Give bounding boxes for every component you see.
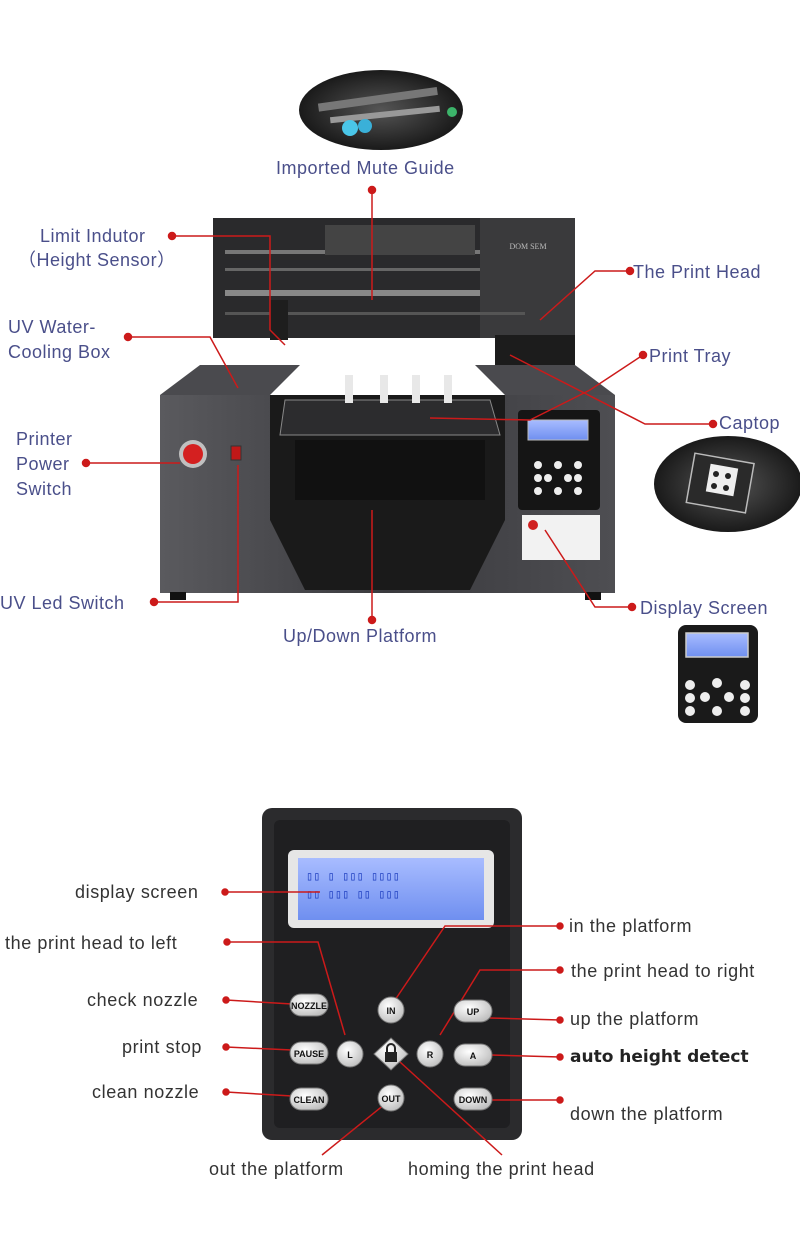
top-leader-lines <box>81 185 718 625</box>
home-lock-icon[interactable] <box>373 1037 409 1071</box>
label-homing: homing the print head <box>408 1159 595 1179</box>
label-in-platform: in the platform <box>569 916 693 936</box>
printer-brand: DOM SEM <box>509 242 546 251</box>
key-in-label: IN <box>387 1006 396 1016</box>
label-up-down-platform: Up/Down Platform <box>283 626 438 646</box>
label-head-left: the print head to left <box>5 933 178 953</box>
label-height-sensor: （Height Sensor） <box>18 250 176 270</box>
key-out[interactable]: OUT <box>377 1084 405 1112</box>
label-check-nozzle: check nozzle <box>87 990 199 1010</box>
key-down-label: DOWN <box>459 1095 488 1105</box>
display-screen-inset <box>678 625 758 723</box>
label-switch: Switch <box>16 479 73 499</box>
label-power: Power <box>16 454 70 474</box>
label-limit-inductor: Limit Indutor <box>40 226 146 246</box>
label-cooling-box: Cooling Box <box>8 342 111 362</box>
label-captop: Captop <box>719 413 781 433</box>
label-uv-led-switch: UV Led Switch <box>0 593 125 613</box>
label-clean-nozzle: clean nozzle <box>92 1082 200 1102</box>
key-right-label: R <box>427 1050 434 1060</box>
key-out-label: OUT <box>382 1094 402 1104</box>
label-display-screen: Display Screen <box>640 598 769 618</box>
key-clean[interactable]: CLEAN <box>289 1087 329 1111</box>
label-print-head: The Print Head <box>633 262 762 282</box>
key-nozzle[interactable]: NOZZLE <box>289 993 329 1017</box>
key-in[interactable]: IN <box>377 996 405 1024</box>
key-up-label: UP <box>467 1007 480 1017</box>
label-up-platform: up the platform <box>570 1009 700 1029</box>
key-a-label: A <box>470 1051 477 1061</box>
key-up[interactable]: UP <box>453 999 493 1023</box>
mute-guide-inset-photo <box>299 70 463 150</box>
label-uv-water: UV Water- <box>8 317 96 337</box>
label-auto-height: auto height detect <box>570 1047 749 1067</box>
captop-inset-photo <box>654 436 800 532</box>
uv-printer-illustration <box>160 218 615 600</box>
key-a[interactable]: A <box>453 1043 493 1067</box>
svg-text:▯▯ ▯▯▯ ▯▯ ▯▯▯: ▯▯ ▯▯▯ ▯▯ ▯▯▯ <box>306 887 400 901</box>
key-right[interactable]: R <box>416 1040 444 1068</box>
label-print-stop: print stop <box>122 1037 203 1057</box>
key-pause[interactable]: PAUSE <box>289 1041 329 1065</box>
key-clean-label: CLEAN <box>294 1095 325 1105</box>
panel-leader-lines <box>221 888 564 1156</box>
label-print-tray: Print Tray <box>649 346 732 366</box>
label-panel-display-screen: display screen <box>75 882 199 902</box>
svg-text:▯▯ ▯ ▯▯▯ ▯▯▯▯: ▯▯ ▯ ▯▯▯ ▯▯▯▯ <box>306 869 400 883</box>
label-printer: Printer <box>16 429 73 449</box>
key-nozzle-label: NOZZLE <box>291 1001 327 1011</box>
key-down[interactable]: DOWN <box>453 1087 493 1111</box>
label-down-platform: down the platform <box>570 1104 724 1124</box>
key-left-label: L <box>347 1050 353 1060</box>
label-imported-mute-guide: Imported Mute Guide <box>276 158 455 178</box>
key-pause-label: PAUSE <box>294 1049 324 1059</box>
key-left[interactable]: L <box>336 1040 364 1068</box>
label-out-platform: out the platform <box>209 1159 344 1179</box>
label-head-right: the print head to right <box>571 961 755 981</box>
